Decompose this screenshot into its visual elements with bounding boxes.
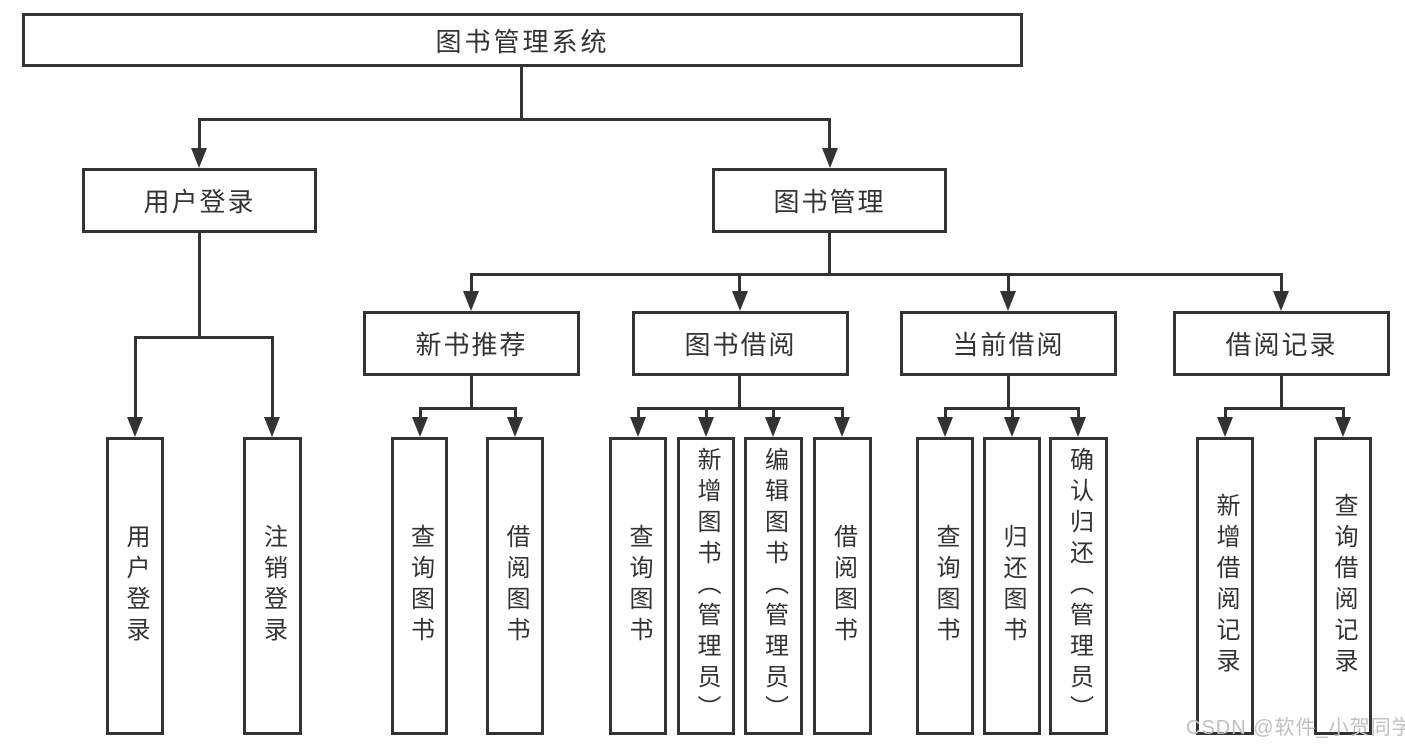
node-current-borrowing: 当前借阅 bbox=[900, 311, 1117, 376]
connector-line bbox=[1007, 376, 1010, 409]
arrow-down-icon bbox=[127, 417, 143, 437]
arrow-down-icon bbox=[765, 417, 781, 437]
leaf-label: 编辑图书（管理员） bbox=[760, 446, 788, 726]
arrow-down-icon bbox=[630, 417, 646, 437]
connector-line bbox=[520, 66, 523, 121]
arrow-down-icon bbox=[191, 148, 207, 168]
connector-line bbox=[470, 273, 1283, 276]
connector-line bbox=[1280, 273, 1283, 293]
connector-line bbox=[134, 336, 137, 419]
connector-line bbox=[841, 407, 844, 419]
arrow-down-icon bbox=[264, 417, 280, 437]
arrow-down-icon bbox=[822, 148, 838, 168]
connector-line bbox=[637, 407, 844, 410]
connector-line bbox=[1224, 407, 1345, 410]
leaf-edit-book-admin: 编辑图书（管理员） bbox=[744, 437, 803, 735]
leaf-label: 用户登录 bbox=[122, 524, 149, 648]
leaf-label: 确认归还（管理员） bbox=[1065, 446, 1093, 726]
leaf-label: 查询借阅记录 bbox=[1330, 493, 1357, 679]
connector-line bbox=[1342, 407, 1345, 419]
connector-line bbox=[637, 407, 640, 419]
leaf-return-books: 归还图书 bbox=[983, 437, 1041, 735]
leaf-label: 借阅图书 bbox=[829, 524, 857, 648]
leaf-label: 归还图书 bbox=[999, 524, 1026, 648]
connector-line bbox=[738, 273, 741, 293]
connector-line bbox=[419, 407, 422, 419]
connector-line bbox=[470, 376, 473, 409]
connector-line bbox=[1007, 273, 1010, 293]
node-book-borrowing: 图书借阅 bbox=[632, 311, 849, 376]
leaf-logout: 注销登录 bbox=[243, 437, 302, 735]
connector-line bbox=[198, 118, 201, 150]
connector-line bbox=[738, 376, 741, 409]
leaf-query-borrow-record: 查询借阅记录 bbox=[1314, 437, 1372, 735]
leaf-confirm-return-admin: 确认归还（管理员） bbox=[1049, 437, 1108, 735]
arrow-down-icon bbox=[698, 417, 714, 437]
connector-line bbox=[271, 336, 274, 419]
leaf-label: 查询图书 bbox=[406, 524, 434, 648]
node-borrowing-records: 借阅记录 bbox=[1173, 311, 1390, 376]
arrow-down-icon bbox=[1217, 417, 1233, 437]
leaf-query-books-recommendation: 查询图书 bbox=[391, 437, 448, 735]
arrow-down-icon bbox=[834, 417, 850, 437]
leaf-label: 查询图书 bbox=[625, 524, 652, 648]
leaf-borrow-books-borrowing: 借阅图书 bbox=[813, 437, 872, 735]
connector-line bbox=[419, 407, 517, 410]
connector-line bbox=[1077, 407, 1080, 419]
node-new-book-recommendation: 新书推荐 bbox=[363, 311, 580, 376]
arrow-down-icon bbox=[1004, 417, 1020, 437]
connector-line bbox=[828, 118, 831, 150]
connector-line bbox=[1280, 376, 1283, 409]
leaf-add-book-admin: 新增图书（管理员） bbox=[677, 437, 735, 735]
node-user-login: 用户登录 bbox=[82, 168, 317, 233]
arrow-down-icon bbox=[937, 417, 953, 437]
leaf-label: 新增图书（管理员） bbox=[693, 446, 720, 726]
leaf-label: 查询图书 bbox=[932, 524, 959, 648]
arrow-down-icon bbox=[507, 417, 523, 437]
leaf-user-login: 用户登录 bbox=[106, 437, 164, 735]
connector-line bbox=[470, 273, 473, 293]
connector-line bbox=[198, 233, 201, 338]
leaf-add-borrow-record: 新增借阅记录 bbox=[1196, 437, 1254, 735]
arrow-down-icon bbox=[1070, 417, 1086, 437]
leaf-borrow-books-recommendation: 借阅图书 bbox=[486, 437, 544, 735]
connector-line bbox=[134, 336, 274, 339]
arrow-down-icon bbox=[1273, 291, 1289, 311]
arrow-down-icon bbox=[463, 291, 479, 311]
connector-line bbox=[1011, 407, 1014, 419]
node-library-management-system: 图书管理系统 bbox=[22, 13, 1023, 67]
leaf-label: 注销登录 bbox=[259, 524, 287, 648]
connector-line bbox=[514, 407, 517, 419]
leaf-query-books-current: 查询图书 bbox=[916, 437, 974, 735]
watermark: CSDN @软件_小贺同学 bbox=[1186, 717, 1405, 739]
connector-line bbox=[1224, 407, 1227, 419]
leaf-label: 借阅图书 bbox=[502, 524, 529, 648]
connector-line bbox=[828, 233, 831, 275]
connector-line bbox=[705, 407, 708, 419]
arrow-down-icon bbox=[732, 291, 748, 311]
arrow-down-icon bbox=[412, 417, 428, 437]
connector-line bbox=[944, 407, 947, 419]
connector-line bbox=[772, 407, 775, 419]
leaf-query-books-borrowing: 查询图书 bbox=[609, 437, 667, 735]
arrow-down-icon bbox=[1335, 417, 1351, 437]
arrow-down-icon bbox=[1000, 291, 1016, 311]
leaf-label: 新增借阅记录 bbox=[1212, 493, 1239, 679]
connector-line bbox=[198, 118, 831, 121]
node-book-management: 图书管理 bbox=[712, 168, 947, 233]
